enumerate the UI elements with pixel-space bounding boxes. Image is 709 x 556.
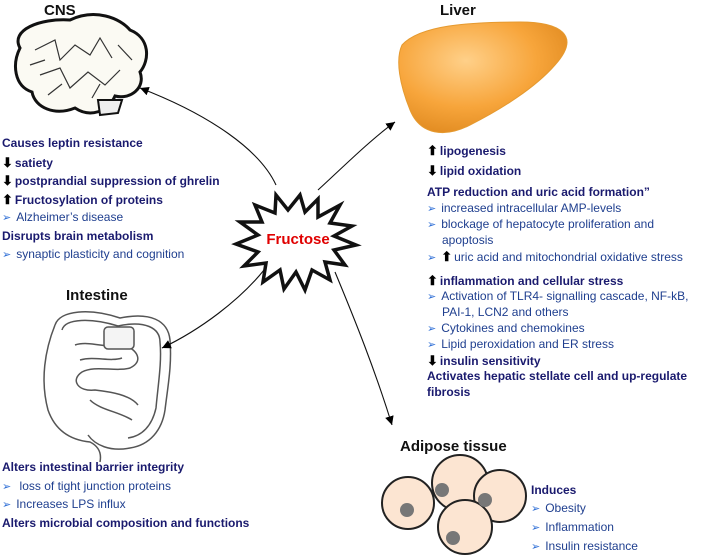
liver-line-text: insulin sensitivity [439,354,541,368]
liver-line: ➢ Lipid peroxidation and ER stress [427,337,614,353]
up-arrow-icon: ⬆ [441,249,453,264]
liver-line: ⬇insulin sensitivity [427,353,541,369]
cns-line: ⬆Fructosylation of proteins [2,192,163,208]
liver-line: ⬆inflammation and cellular stress [427,273,623,289]
liver-line-text: Activation of TLR4- signalling cascade, … [441,289,689,303]
brain-icon [14,13,149,117]
intestine-line: Alters intestinal barrier integrity [2,460,184,475]
bullet-icon: ➢ [531,503,541,515]
connector-arrows [139,87,396,426]
cns-line-text: Disrupts brain metabolism [2,228,154,243]
liver-line: PAI-1, LCN2 and others [427,305,569,320]
adipocytes-icon [381,454,527,555]
intestine-line: ➢ Increases LPS influx [2,497,126,513]
liver-line: apoptosis [427,233,493,248]
intestine-line-text: loss of tight junction proteins [16,478,171,493]
liver-title: Liver [440,2,476,19]
cns-line-text: Fructosylation of proteins [14,192,163,207]
cns-line-text: postprandial suppression of ghrelin [14,174,220,188]
intestine-line: ➢ loss of tight junction proteins [2,479,171,495]
liver-line-text: uric acid and mitochondrial oxidative st… [454,250,683,264]
intestine-line: Alters microbial composition and functio… [2,516,249,531]
adipose-title: Adipose tissue [400,438,507,455]
bullet-icon: ➢ [427,219,437,231]
fructose-starburst [231,190,362,295]
cns-line: ⬇satiety [2,155,53,171]
bullet-icon: ➢ [531,522,541,534]
liver-line: Activates hepatic stellate cell and up-r… [427,369,687,384]
up-arrow-icon: ⬆ [427,143,438,158]
liver-line-text: PAI-1, LCN2 and others [442,305,569,319]
intestine-icon [43,311,172,463]
up-arrow-icon: ⬆ [427,273,438,288]
bullet-icon: ➢ [427,339,437,351]
liver-line: ⬇lipid oxidation [427,163,521,179]
bullet-icon: ➢ [2,499,12,511]
cns-line: ⬇postprandial suppression of ghrelin [2,173,220,189]
liver-line: ➢ ⬆uric acid and mitochondrial oxidative … [427,249,683,266]
down-arrow-icon: ⬇ [2,173,13,188]
liver-line-text: increased intracellular AMP-levels [441,201,622,215]
cns-line-text: Alzheimer’s disease [16,210,124,224]
down-arrow-icon: ⬇ [2,154,13,170]
bullet-icon: ➢ [427,291,437,303]
liver-line: ➢ Cytokines and chemokines [427,321,585,337]
liver-line-text: ATP reduction and uric acid formation” [427,185,650,199]
liver-line: ➢ Activation of TLR4- signalling cascade,… [427,289,688,305]
cns-line-text: synaptic plasticity and cognition [16,247,185,261]
fructose-label: Fructose [266,231,330,248]
cns-line: ➢ Alzheimer’s disease [2,210,123,226]
cns-line: Disrupts brain metabolism [2,229,153,244]
liver-line: ➢ increased intracellular AMP-levels [427,201,621,217]
liver-line: fibrosis [427,385,470,400]
intestine-line-text: Increases LPS influx [16,497,126,511]
adipose-effects: Induces ➢Obesity ➢Inflammation ➢Insulin … [531,481,638,556]
liver-icon [398,21,568,133]
cns-line: ➢ synaptic plasticity and cognition [2,247,184,263]
liver-line: ATP reduction and uric acid formation” [427,185,650,200]
cns-title: CNS [44,2,76,19]
cns-line-text: satiety [14,155,53,170]
bullet-icon: ➢ [2,212,12,224]
liver-line-text: lipid oxidation [439,164,522,178]
cns-line-text: Causes leptin resistance [2,136,143,150]
intestine-line-text: Alters intestinal barrier integrity [2,460,185,474]
liver-line-text: Activates hepatic stellate cell and up-r… [427,369,688,383]
list-item: ➢Insulin resistance [531,539,638,553]
liver-line-text: lipogenesis [439,144,506,158]
list-item: ➢Obesity [531,501,586,515]
liver-line-text: apoptosis [442,233,494,247]
liver-line: ⬆lipogenesis [427,143,506,159]
liver-line-text: fibrosis [427,385,471,399]
liver-line: ➢ blockage of hepatocyte proliferation an… [427,217,654,233]
bullet-icon: ➢ [427,203,437,215]
intestine-title: Intestine [66,287,128,304]
bullet-icon: ➢ [2,480,12,493]
adipose-induces-header: Induces [531,483,577,497]
down-arrow-icon: ⬇ [427,353,438,368]
liver-line-text: blockage of hepatocyte proliferation and [441,217,655,231]
bullet-icon: ➢ [427,323,437,335]
liver-line-text: Cytokines and chemokines [441,321,585,335]
up-arrow-icon: ⬆ [2,191,13,207]
cns-line: Causes leptin resistance [2,136,143,151]
bullet-icon: ➢ [427,252,437,264]
bullet-icon: ➢ [2,249,12,261]
liver-line-text: Lipid peroxidation and ER stress [441,337,614,351]
list-item: ➢Inflammation [531,520,614,534]
intestine-line-text: Alters microbial composition and functio… [2,515,250,530]
liver-line-text: inflammation and cellular stress [439,274,624,288]
down-arrow-icon: ⬇ [427,163,438,178]
bullet-icon: ➢ [531,541,541,553]
